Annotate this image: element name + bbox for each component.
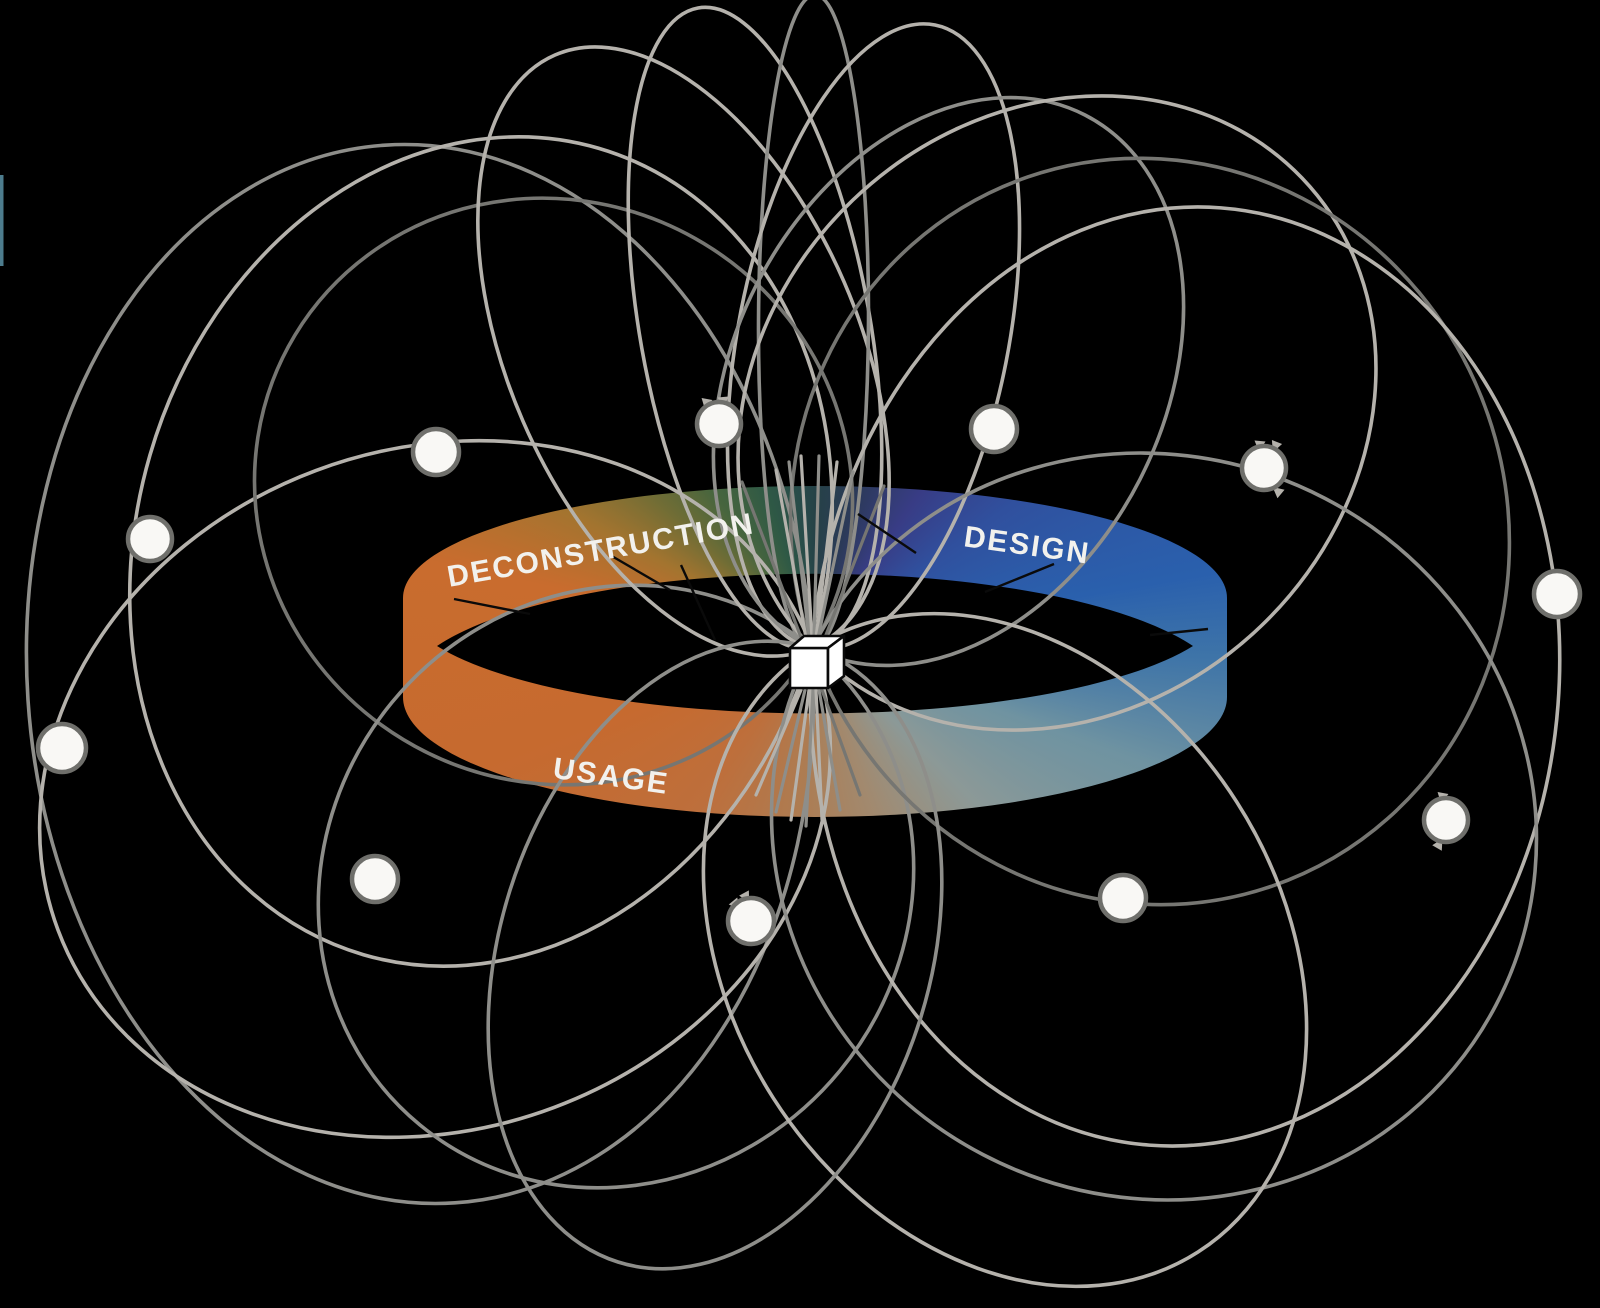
spoke-line — [820, 688, 862, 797]
spoke-line — [817, 688, 842, 812]
orbit-ellipse — [626, 5, 884, 651]
spoke-line — [804, 688, 815, 828]
spoke-line — [814, 460, 839, 640]
center-spokes — [740, 454, 886, 828]
callout-line — [1149, 627, 1209, 637]
orbit-node — [1531, 568, 1583, 620]
spoke-line — [787, 460, 811, 640]
spoke-line — [812, 454, 821, 640]
cube-face-front — [788, 646, 830, 690]
orbit-node — [1239, 443, 1289, 493]
orbit-node — [725, 895, 777, 947]
callout-line — [857, 513, 917, 554]
orbit-ellipse — [788, 156, 1512, 907]
orbit-ellipse — [756, 0, 871, 650]
orbit-ellipse — [736, 94, 1378, 732]
spoke-line — [799, 454, 814, 640]
orbit-node — [35, 721, 89, 775]
cube-face-right — [826, 634, 846, 690]
callout-line — [984, 562, 1055, 594]
orbit-node — [1097, 872, 1149, 924]
callout-line — [679, 564, 717, 641]
orbit-node — [125, 514, 175, 564]
orbit-node — [694, 399, 744, 449]
orbit-node — [410, 426, 462, 478]
callout-line — [609, 553, 671, 592]
orbit-ellipse — [37, 438, 833, 1140]
orbit-node — [968, 403, 1020, 455]
spoke-line — [740, 480, 804, 642]
spoke-line — [774, 688, 807, 814]
callout-lines — [453, 513, 1209, 641]
edge-strip — [0, 175, 4, 266]
spoke-line — [814, 688, 824, 822]
spoke-line — [816, 470, 855, 640]
spoke-line — [754, 688, 803, 797]
spoke-line — [822, 484, 886, 642]
center-cube — [788, 634, 846, 690]
orbit-node — [349, 853, 401, 905]
orbit-node — [1421, 795, 1471, 845]
spoke-line — [774, 468, 808, 640]
flow-arrowhead — [1272, 486, 1285, 499]
spoke-line — [789, 688, 811, 822]
orbit-nodes — [35, 399, 1583, 947]
callout-line — [453, 597, 531, 616]
